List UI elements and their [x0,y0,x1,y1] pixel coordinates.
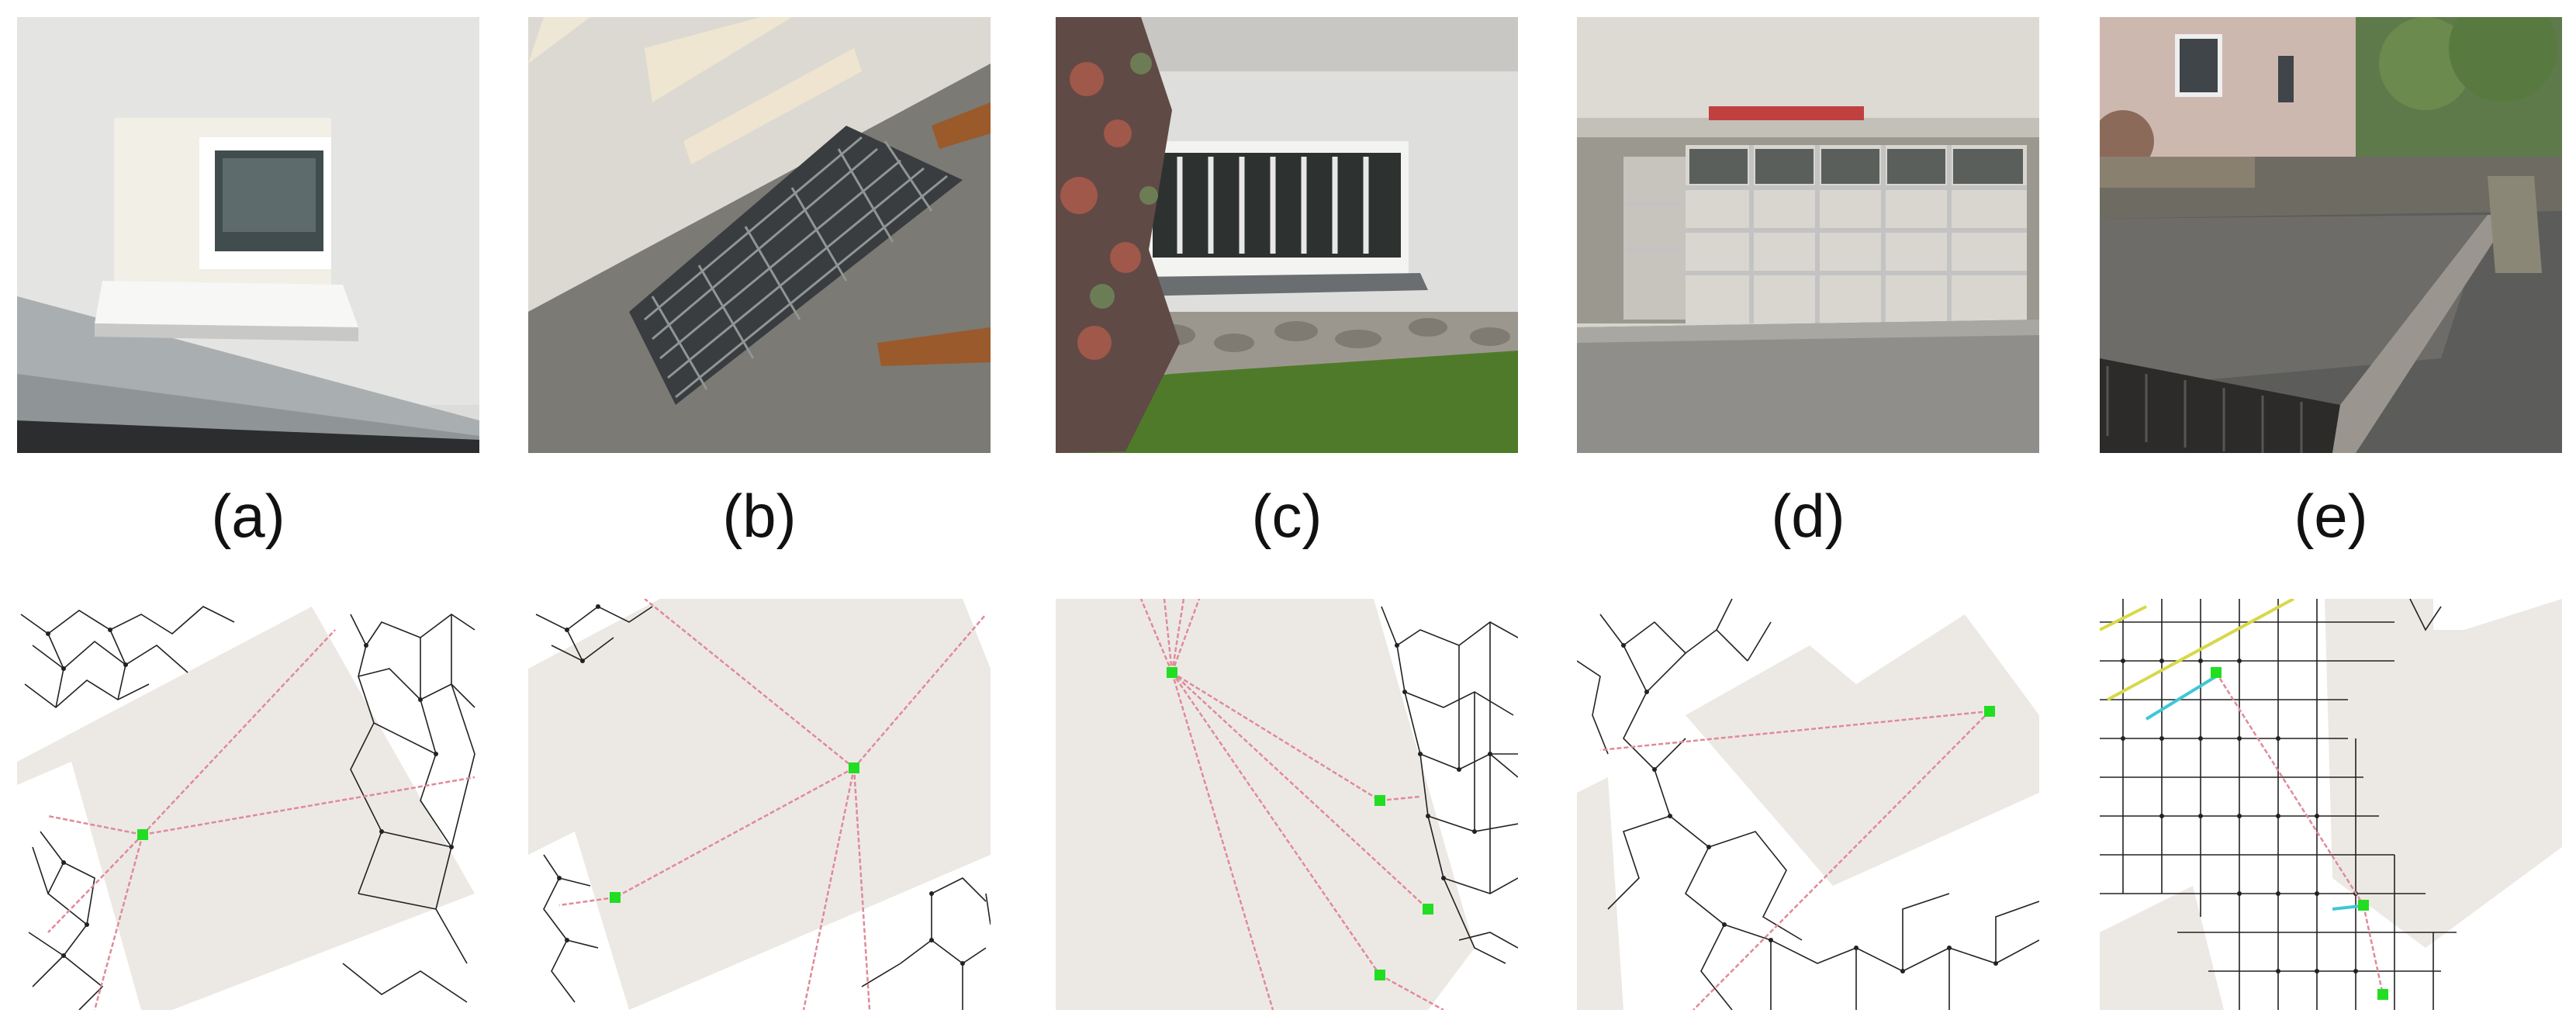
panel-e: (e) [2100,0,2562,1027]
caption-e: (e) [2294,482,2368,550]
map-a [17,599,479,1010]
photo-b [528,17,991,453]
caption-a: (a) [211,482,285,550]
photo-d-image [1577,17,2039,453]
panel-a: (a) [17,0,479,1027]
photo-c [1056,17,1518,453]
map-d-graph [1577,599,2039,1010]
panel-c: (c) [1056,0,1518,1027]
map-c [1056,599,1518,1010]
map-c-graph [1056,599,1518,1010]
photo-c-image [1056,17,1518,453]
photo-d [1577,17,2039,453]
caption-d: (d) [1771,482,1845,550]
photo-b-image [528,17,991,453]
photo-a-image [17,17,479,453]
caption-c: (c) [1251,482,1323,550]
map-e-graph [2100,599,2562,1010]
map-a-graph [17,599,479,1010]
photo-e-image [2100,17,2562,453]
caption-b: (b) [722,482,797,550]
photo-a [17,17,479,453]
node-marker [137,829,148,840]
panel-b: (b) [528,0,991,1027]
map-e [2100,599,2562,1010]
panel-d: (d) [1577,0,2039,1027]
map-b [528,599,991,1010]
map-d [1577,599,2039,1010]
map-b-graph [528,599,991,1010]
photo-e [2100,17,2562,453]
